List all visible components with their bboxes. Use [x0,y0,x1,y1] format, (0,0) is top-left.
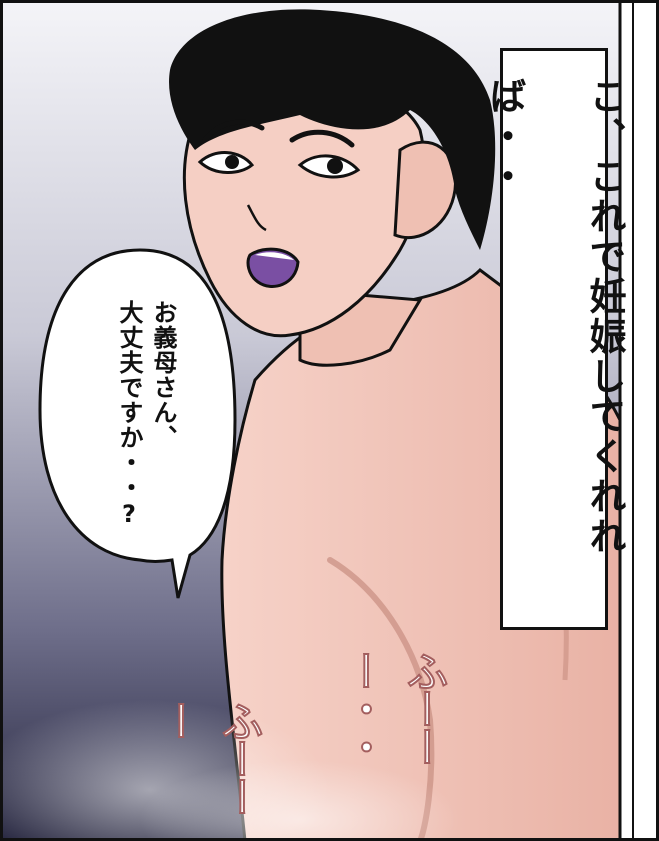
sfx-breath-left: ふーーー [153,699,265,815]
speech-bubble [38,248,237,599]
narration-box: こ、これで妊娠してくれれば・・ [483,48,626,630]
character-hair [169,9,496,251]
speech-line-2: 大丈夫ですか・・? [115,300,143,529]
sfx-breath-right: ふーーー・・ [338,649,450,765]
narration-text: こ、これで妊娠してくれれば・・ [483,77,626,557]
door-frame [620,0,659,841]
speech-text: お義母さん、 大丈夫ですか・・? [60,300,180,600]
speech-line-1: お義母さん、 [149,300,177,450]
